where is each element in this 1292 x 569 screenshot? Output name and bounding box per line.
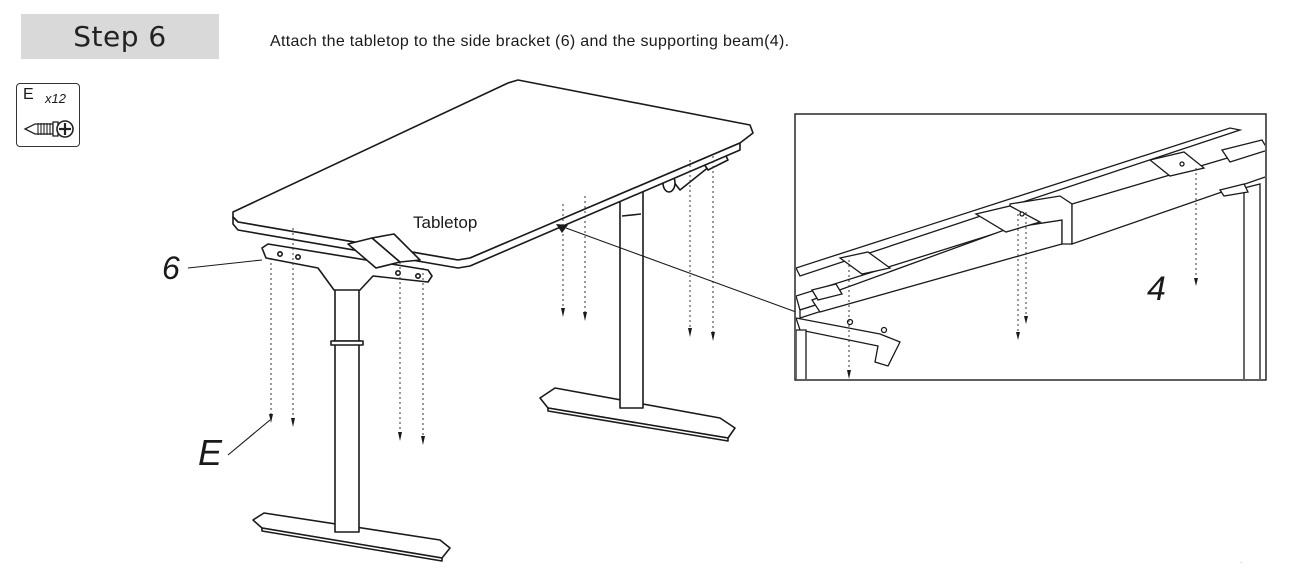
corner-mark: ·: [1240, 560, 1242, 566]
step-title: Step 6: [73, 20, 167, 53]
parts-box: E x12: [16, 83, 80, 147]
part-quantity: x12: [45, 91, 66, 106]
step-instruction: Attach the tabletop to the side bracket …: [270, 33, 790, 50]
part-letter: E: [23, 86, 34, 103]
detail-inset: [794, 113, 1267, 381]
screw-icon: [23, 120, 74, 138]
step-badge: Step 6: [21, 14, 219, 59]
tabletop: [232, 79, 754, 269]
screws-e: [269, 308, 715, 445]
side-bracket: [261, 233, 433, 291]
left-leg: [252, 282, 451, 562]
callout-bracket: 6: [162, 250, 180, 286]
callout-beam: 4: [1147, 270, 1166, 308]
callout-tabletop: Tabletop: [411, 213, 480, 233]
callout-screws: E: [198, 432, 223, 473]
